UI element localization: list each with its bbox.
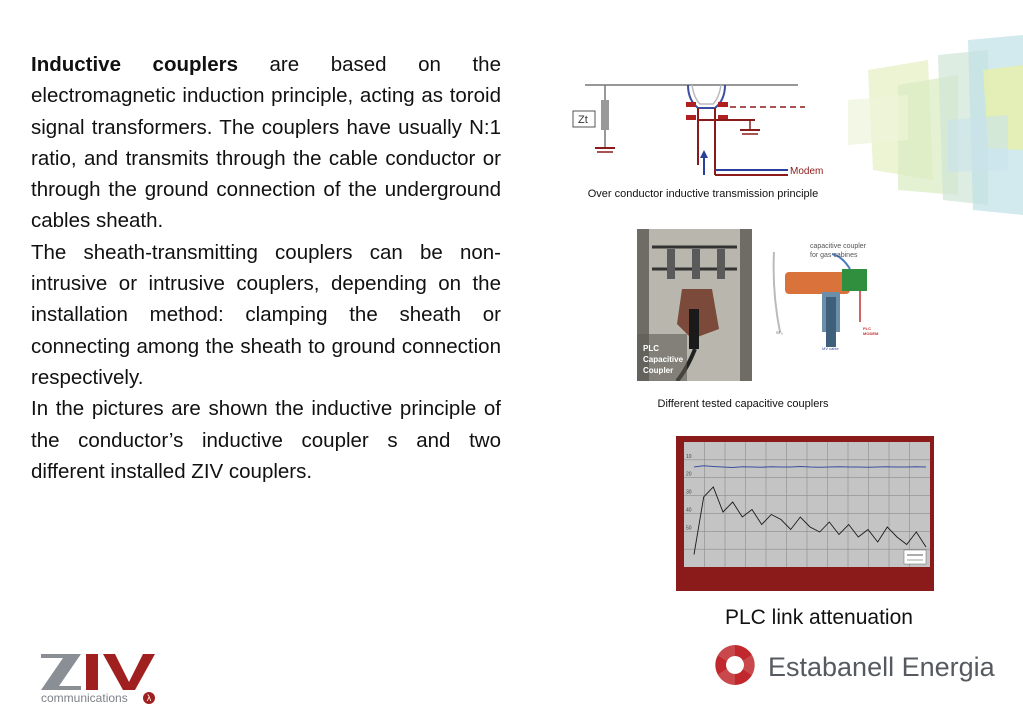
inductive-principle-diagram: Zt Modem (572, 84, 823, 177)
chart-legend-box (903, 549, 927, 565)
photos-caption: Different tested capacitive couplers (657, 398, 829, 410)
paragraph-1: Inductive couplers are based on the elec… (31, 49, 501, 237)
photo-label-line-2: Capacitive (643, 355, 684, 364)
plc-modem-label: PLC MODEM (863, 326, 878, 336)
installed-coupler-photo: PLC Capacitive Coupler (637, 229, 752, 381)
chart-series (693, 465, 927, 555)
installed-coupler-graphic (637, 229, 752, 381)
estabanell-swirl-icon (715, 645, 755, 685)
callout-line-2: for gas cabines (810, 252, 858, 259)
ziv-lambda-icon: λ (143, 692, 155, 704)
callout-text: capacitive coupler for gas cabines (810, 242, 866, 260)
modem-label: Modem (790, 166, 823, 177)
ziv-logo: communications λ (41, 652, 163, 710)
paragraph-2: The sheath-transmitting couplers can be … (31, 240, 501, 389)
chart-y-ticks: 10 20 30 40 50 (686, 454, 692, 531)
chart-grid (684, 442, 930, 567)
plc-modem-line-2: MODEM (863, 331, 879, 336)
chart-series-line (693, 486, 927, 555)
chart-y-tick-label: 30 (686, 490, 692, 496)
chart-caption: PLC link attenuation (725, 606, 913, 629)
chart-y-tick-label: 40 (686, 507, 692, 513)
gas-coupler-graphic (772, 251, 867, 347)
estabanell-text: Estabanell Energia (768, 652, 995, 682)
sf6-label: SF₆ (776, 330, 783, 335)
photo-coupler-label: PLC Capacitive Coupler (643, 343, 683, 376)
decorative-mosaic (848, 35, 1023, 215)
ziv-logo-mark (41, 654, 155, 690)
chart-y-tick-label: 50 (686, 525, 692, 531)
gas-cabine-coupler-illustration: capacitive coupler for gas cabines SF₆ P… (770, 242, 880, 354)
paragraph-3: In the pictures are shown the inductive … (31, 397, 501, 483)
photo-label-line-1: PLC (643, 344, 659, 353)
plc-modem-line-1: PLC (863, 326, 871, 331)
chart-y-tick-label: 10 (686, 454, 692, 460)
chart-series-line (693, 465, 927, 469)
chart-y-tick-label: 20 (686, 472, 692, 478)
paragraph-1-text: are based on the electromagnetic inducti… (31, 53, 501, 233)
paragraph-1-bold: Inductive couplers (31, 53, 238, 76)
mv-cable-label: MV cable (822, 346, 839, 351)
diagram-caption: Over conductor inductive transmission pr… (587, 188, 819, 200)
callout-line-1: capacitive coupler (810, 243, 867, 250)
ziv-sub-text: communications (41, 691, 128, 705)
attenuation-chart: 10 20 30 40 50 (676, 436, 934, 591)
photo-label-line-3: Coupler (643, 366, 674, 375)
estabanell-logo: Estabanell Energia (710, 640, 1000, 692)
zt-label: Zt (578, 114, 588, 126)
body-text: Inductive couplers are based on the elec… (31, 49, 501, 487)
